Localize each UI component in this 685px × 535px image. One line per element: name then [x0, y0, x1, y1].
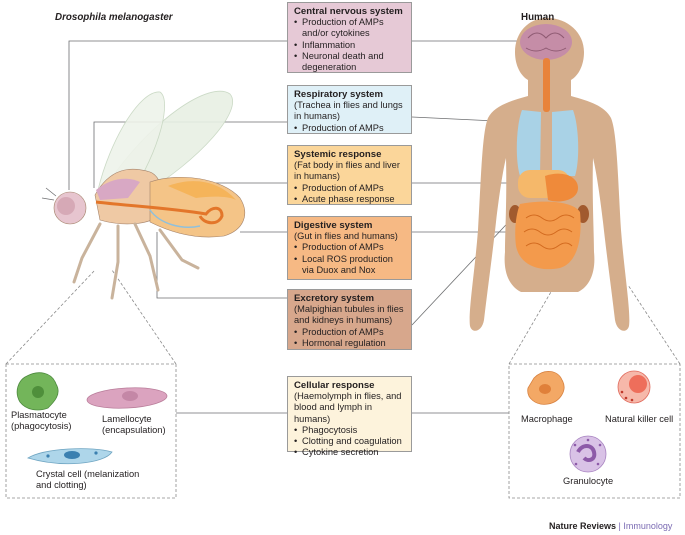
esophagus-icon — [543, 58, 550, 112]
granulocyte-icon — [569, 435, 607, 473]
systemic-box: Systemic response(Fat body in flies and … — [287, 145, 412, 205]
box-title: Respiratory system — [294, 89, 384, 100]
fly-fatbody-icon — [168, 181, 236, 200]
dashed-panels — [5, 269, 681, 499]
connector-cns-fly — [68, 40, 287, 190]
box-bullet: Inflammation — [294, 40, 405, 51]
box-description: (Gut in flies and humans) — [294, 231, 398, 242]
box-bullet: Production of AMPs — [294, 183, 405, 194]
macrophage-label: Macrophage — [521, 414, 573, 424]
box-title: Cellular response — [294, 380, 375, 391]
human-cells-panel — [508, 363, 681, 499]
credit-line: Nature Reviews | Immunology — [549, 521, 672, 532]
connector-excretory-fly — [156, 232, 287, 299]
box-bullet: Production of AMPs — [294, 123, 405, 134]
credit-separator: | — [618, 521, 621, 531]
natural-killer-cell-label: Natural killer cell — [605, 414, 674, 424]
fly-species-label: Drosophila melanogaster — [55, 12, 173, 23]
box-bullet: Production of AMPs — [294, 242, 405, 253]
box-bullet: Hormonal regulation — [294, 338, 405, 349]
fly-gut-icon — [95, 200, 224, 225]
fly-cns-icon — [96, 178, 140, 200]
box-title: Excretory system — [294, 293, 374, 304]
fly-legs — [72, 222, 200, 300]
fly-cells — [16, 372, 168, 465]
fly-cells-panel — [5, 363, 177, 499]
brain-icon — [520, 24, 572, 60]
crystal-cell-label: Crystal cell (melanization and clotting) — [36, 469, 140, 490]
right-lung-icon — [552, 110, 579, 176]
fly-antenna — [41, 187, 57, 201]
excretory-box: Excretory system(Malpighian tubules in f… — [287, 289, 412, 350]
box-title: Central nervous system — [294, 6, 403, 17]
box-bullet: Production of AMPs and/or cytokines — [294, 17, 405, 39]
box-description: (Fat body in flies and liver in humans) — [294, 160, 400, 182]
box-description: (Haemolymph in flies, and blood and lymp… — [294, 391, 402, 424]
box-bullet: Production of AMPs — [294, 327, 405, 338]
cns-box: Central nervous systemProduction of AMPs… — [287, 2, 412, 73]
fly-zoom-lines — [5, 269, 177, 365]
human-zoom-lines — [508, 284, 681, 365]
journal-section: Immunology — [623, 521, 673, 531]
box-bullet: Acute phase response — [294, 194, 405, 205]
box-description: (Malpighian tubules in flies and kidneys… — [294, 304, 404, 326]
lamellocyte-label: Lamellocyte (encapsulation) — [102, 414, 166, 435]
journal-name: Nature Reviews — [549, 521, 617, 531]
box-title: Systemic response — [294, 149, 382, 160]
plasmatocyte-label: Plasmatocyte (phagocytosis) — [11, 410, 72, 431]
box-bullet: Neuronal death and degeneration — [294, 51, 405, 73]
cellular-box: Cellular response(Haemolymph in flies, a… — [287, 376, 412, 457]
respiratory-box: Respiratory system(Trachea in flies and … — [287, 85, 412, 134]
fly-trachea-icon — [149, 209, 201, 228]
box-bullet: Clotting and coagulation — [294, 436, 405, 447]
fly-wing-front — [97, 91, 165, 197]
human-figure — [469, 18, 630, 331]
box-title: Digestive system — [294, 220, 373, 231]
stomach-icon — [545, 173, 578, 202]
fly-figure — [41, 90, 245, 300]
box-bullet: Local ROS production via Duox and Nox — [294, 254, 405, 276]
connector-excretory-human — [411, 211, 519, 326]
human-label: Human — [521, 12, 555, 23]
box-bullet: Phagocytosis — [294, 425, 405, 436]
left-lung-icon — [516, 110, 541, 176]
granulocyte-label: Granulocyte — [563, 476, 614, 486]
digestive-box: Digestive system(Gut in flies and humans… — [287, 216, 412, 280]
box-description: (Trachea in flies and lungs in humans) — [294, 100, 403, 122]
human-cells — [527, 370, 651, 473]
box-bullet: Cytokine secretion — [294, 447, 405, 458]
